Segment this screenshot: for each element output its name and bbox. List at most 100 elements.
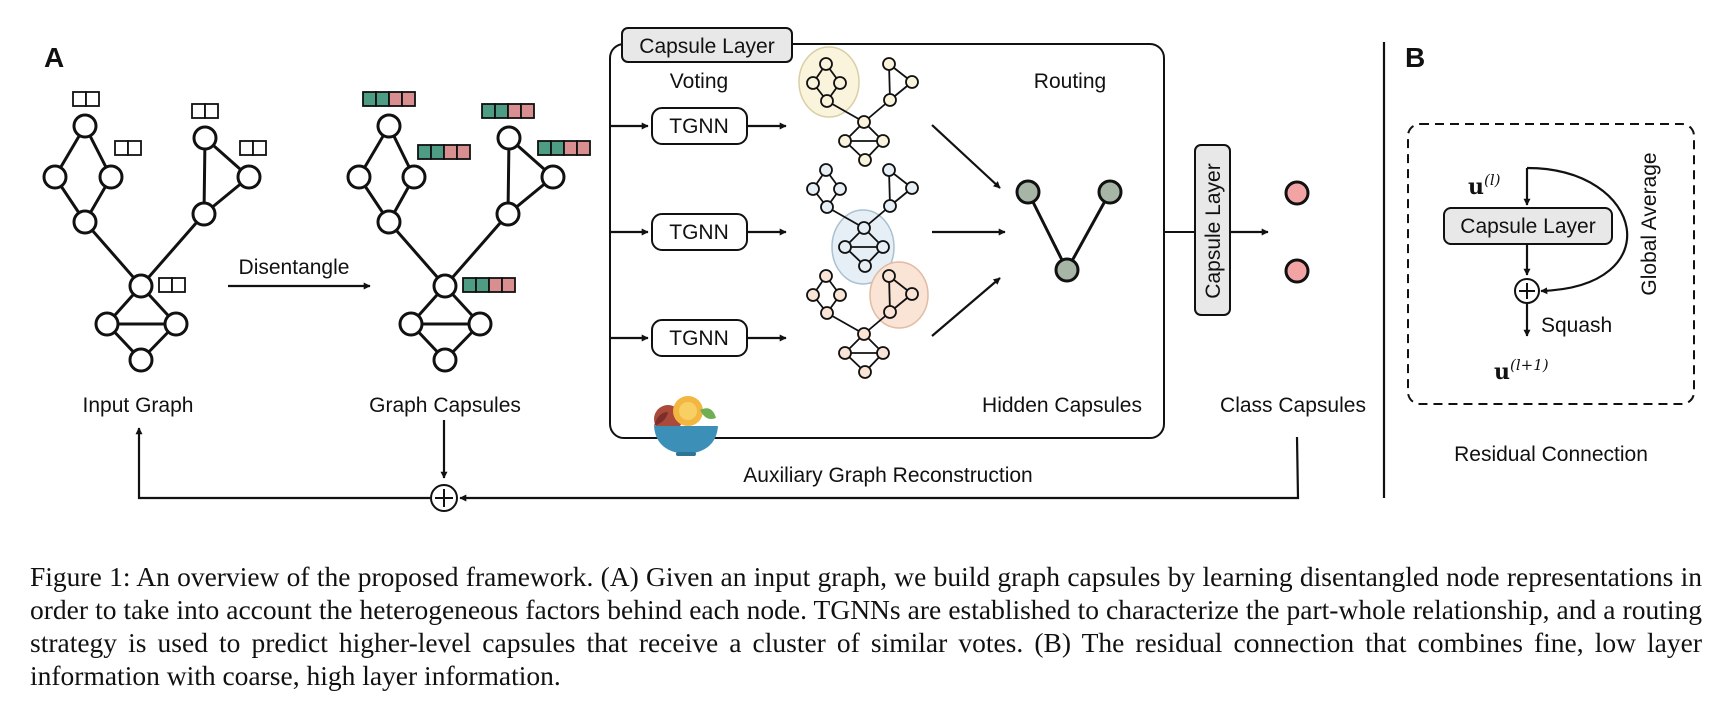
graph-capsules-graph xyxy=(357,125,554,362)
capsule-layer-label-b: Capsule Layer xyxy=(1460,215,1595,238)
vote-node xyxy=(883,199,897,213)
panel-a-letter: A xyxy=(44,42,64,73)
vote-node xyxy=(838,134,852,148)
graph-node xyxy=(496,125,522,151)
vote-graph-peach xyxy=(806,261,929,379)
sum-operator-b-icon xyxy=(1514,278,1540,304)
graph-node xyxy=(495,201,521,227)
hidden-capsules xyxy=(1015,179,1123,283)
vertical-capsule-layer-box xyxy=(1194,144,1231,316)
graph-node xyxy=(432,347,458,373)
vote-node xyxy=(819,269,833,283)
vote-node xyxy=(882,57,896,71)
vote-node xyxy=(876,346,890,360)
routing-arrow-bottom xyxy=(931,277,1001,337)
vote-node xyxy=(820,306,834,320)
vote-node xyxy=(819,57,833,71)
figure-caption: Figure 1: An overview of the proposed fr… xyxy=(30,561,1702,691)
hidden-capsules-label: Hidden Capsules xyxy=(982,394,1142,417)
residual-block-box xyxy=(1407,123,1695,405)
framework-diagram: A Input Graph xyxy=(42,27,1695,512)
vote-node xyxy=(838,240,852,254)
graph-capsules-nodes xyxy=(346,113,566,373)
hidden-capsule-node xyxy=(1054,257,1080,283)
capsule-layer-box xyxy=(609,43,1165,439)
capsule-layer-tag xyxy=(621,27,793,63)
vote-node xyxy=(883,305,897,319)
vote-node xyxy=(820,200,834,214)
graph-node xyxy=(376,209,402,235)
input-graph-nodes xyxy=(42,113,262,373)
tgnn-row-1: TGNN xyxy=(611,107,787,145)
class-capsule-node xyxy=(1284,180,1310,206)
vote-node xyxy=(882,163,896,177)
graph-node xyxy=(42,164,68,190)
graph-node xyxy=(191,201,217,227)
vote-node xyxy=(858,365,872,379)
graph-node xyxy=(346,164,372,190)
capsule-feature-boxes xyxy=(362,91,591,293)
vote-node xyxy=(833,182,847,196)
graph-node xyxy=(432,273,458,299)
routing-arrow-top xyxy=(931,124,1001,189)
graph-node xyxy=(398,311,424,337)
graph-node xyxy=(98,164,124,190)
vote-node xyxy=(833,288,847,302)
graph-node xyxy=(72,209,98,235)
reconstruction-label: Auxiliary Graph Reconstruction xyxy=(743,464,1032,487)
class-capsules-label: Class Capsules xyxy=(1220,394,1366,417)
vote-node xyxy=(819,163,833,177)
vote-highlight xyxy=(798,46,860,118)
vote-node xyxy=(806,182,820,196)
panel-b-letter: B xyxy=(1405,42,1425,73)
tgnn-label: TGNN xyxy=(669,327,729,350)
vote-node xyxy=(857,327,871,341)
vote-edge xyxy=(826,100,865,123)
vote-node xyxy=(905,287,919,301)
hidden-capsule-node xyxy=(1015,179,1041,205)
graph-node xyxy=(128,347,154,373)
input-graph-label: Input Graph xyxy=(83,394,194,417)
graph-node xyxy=(94,311,120,337)
squash-label: Squash xyxy=(1541,314,1612,337)
graph-node xyxy=(163,311,189,337)
vote-node xyxy=(820,94,834,108)
reconstruction-path xyxy=(135,420,1300,500)
graph-capsules-label: Graph Capsules xyxy=(369,394,521,417)
graph-node xyxy=(72,113,98,139)
vertical-capsule-layer-label: Capsule Layer xyxy=(1202,163,1225,298)
input-graph xyxy=(53,125,250,362)
tgnn-row-2: TGNN xyxy=(611,213,787,251)
vote-node xyxy=(882,269,896,283)
routing-label: Routing xyxy=(1034,70,1106,93)
vote-node xyxy=(876,134,890,148)
vote-node xyxy=(857,115,871,129)
tgnn-row-3: TGNN xyxy=(611,319,787,357)
vote-node xyxy=(833,76,847,90)
vote-edge xyxy=(826,312,865,335)
graph-node xyxy=(467,311,493,337)
vote-node xyxy=(838,346,852,360)
global-average-label: Global Average xyxy=(1638,152,1661,295)
hidden-capsule-node xyxy=(1097,179,1123,205)
input-vector-label: u(l) xyxy=(1468,171,1501,200)
disentangle-label: Disentangle xyxy=(239,256,350,279)
graph-node xyxy=(540,164,566,190)
output-vector-label: u(l+1) xyxy=(1494,356,1549,385)
graph-node xyxy=(401,164,427,190)
vote-node xyxy=(806,288,820,302)
vote-edge xyxy=(826,206,865,229)
vote-graph-blue xyxy=(806,163,919,285)
graph-node xyxy=(192,125,218,151)
vote-node xyxy=(858,259,872,273)
vote-node xyxy=(883,93,897,107)
vote-node xyxy=(806,76,820,90)
graph-node xyxy=(236,164,262,190)
voting-label: Voting xyxy=(670,70,728,93)
tgnn-label: TGNN xyxy=(669,221,729,244)
vote-graph-yellow xyxy=(798,46,919,167)
vote-node xyxy=(876,240,890,254)
graph-node xyxy=(128,273,154,299)
vote-node xyxy=(858,153,872,167)
sum-operator-icon xyxy=(430,484,458,512)
